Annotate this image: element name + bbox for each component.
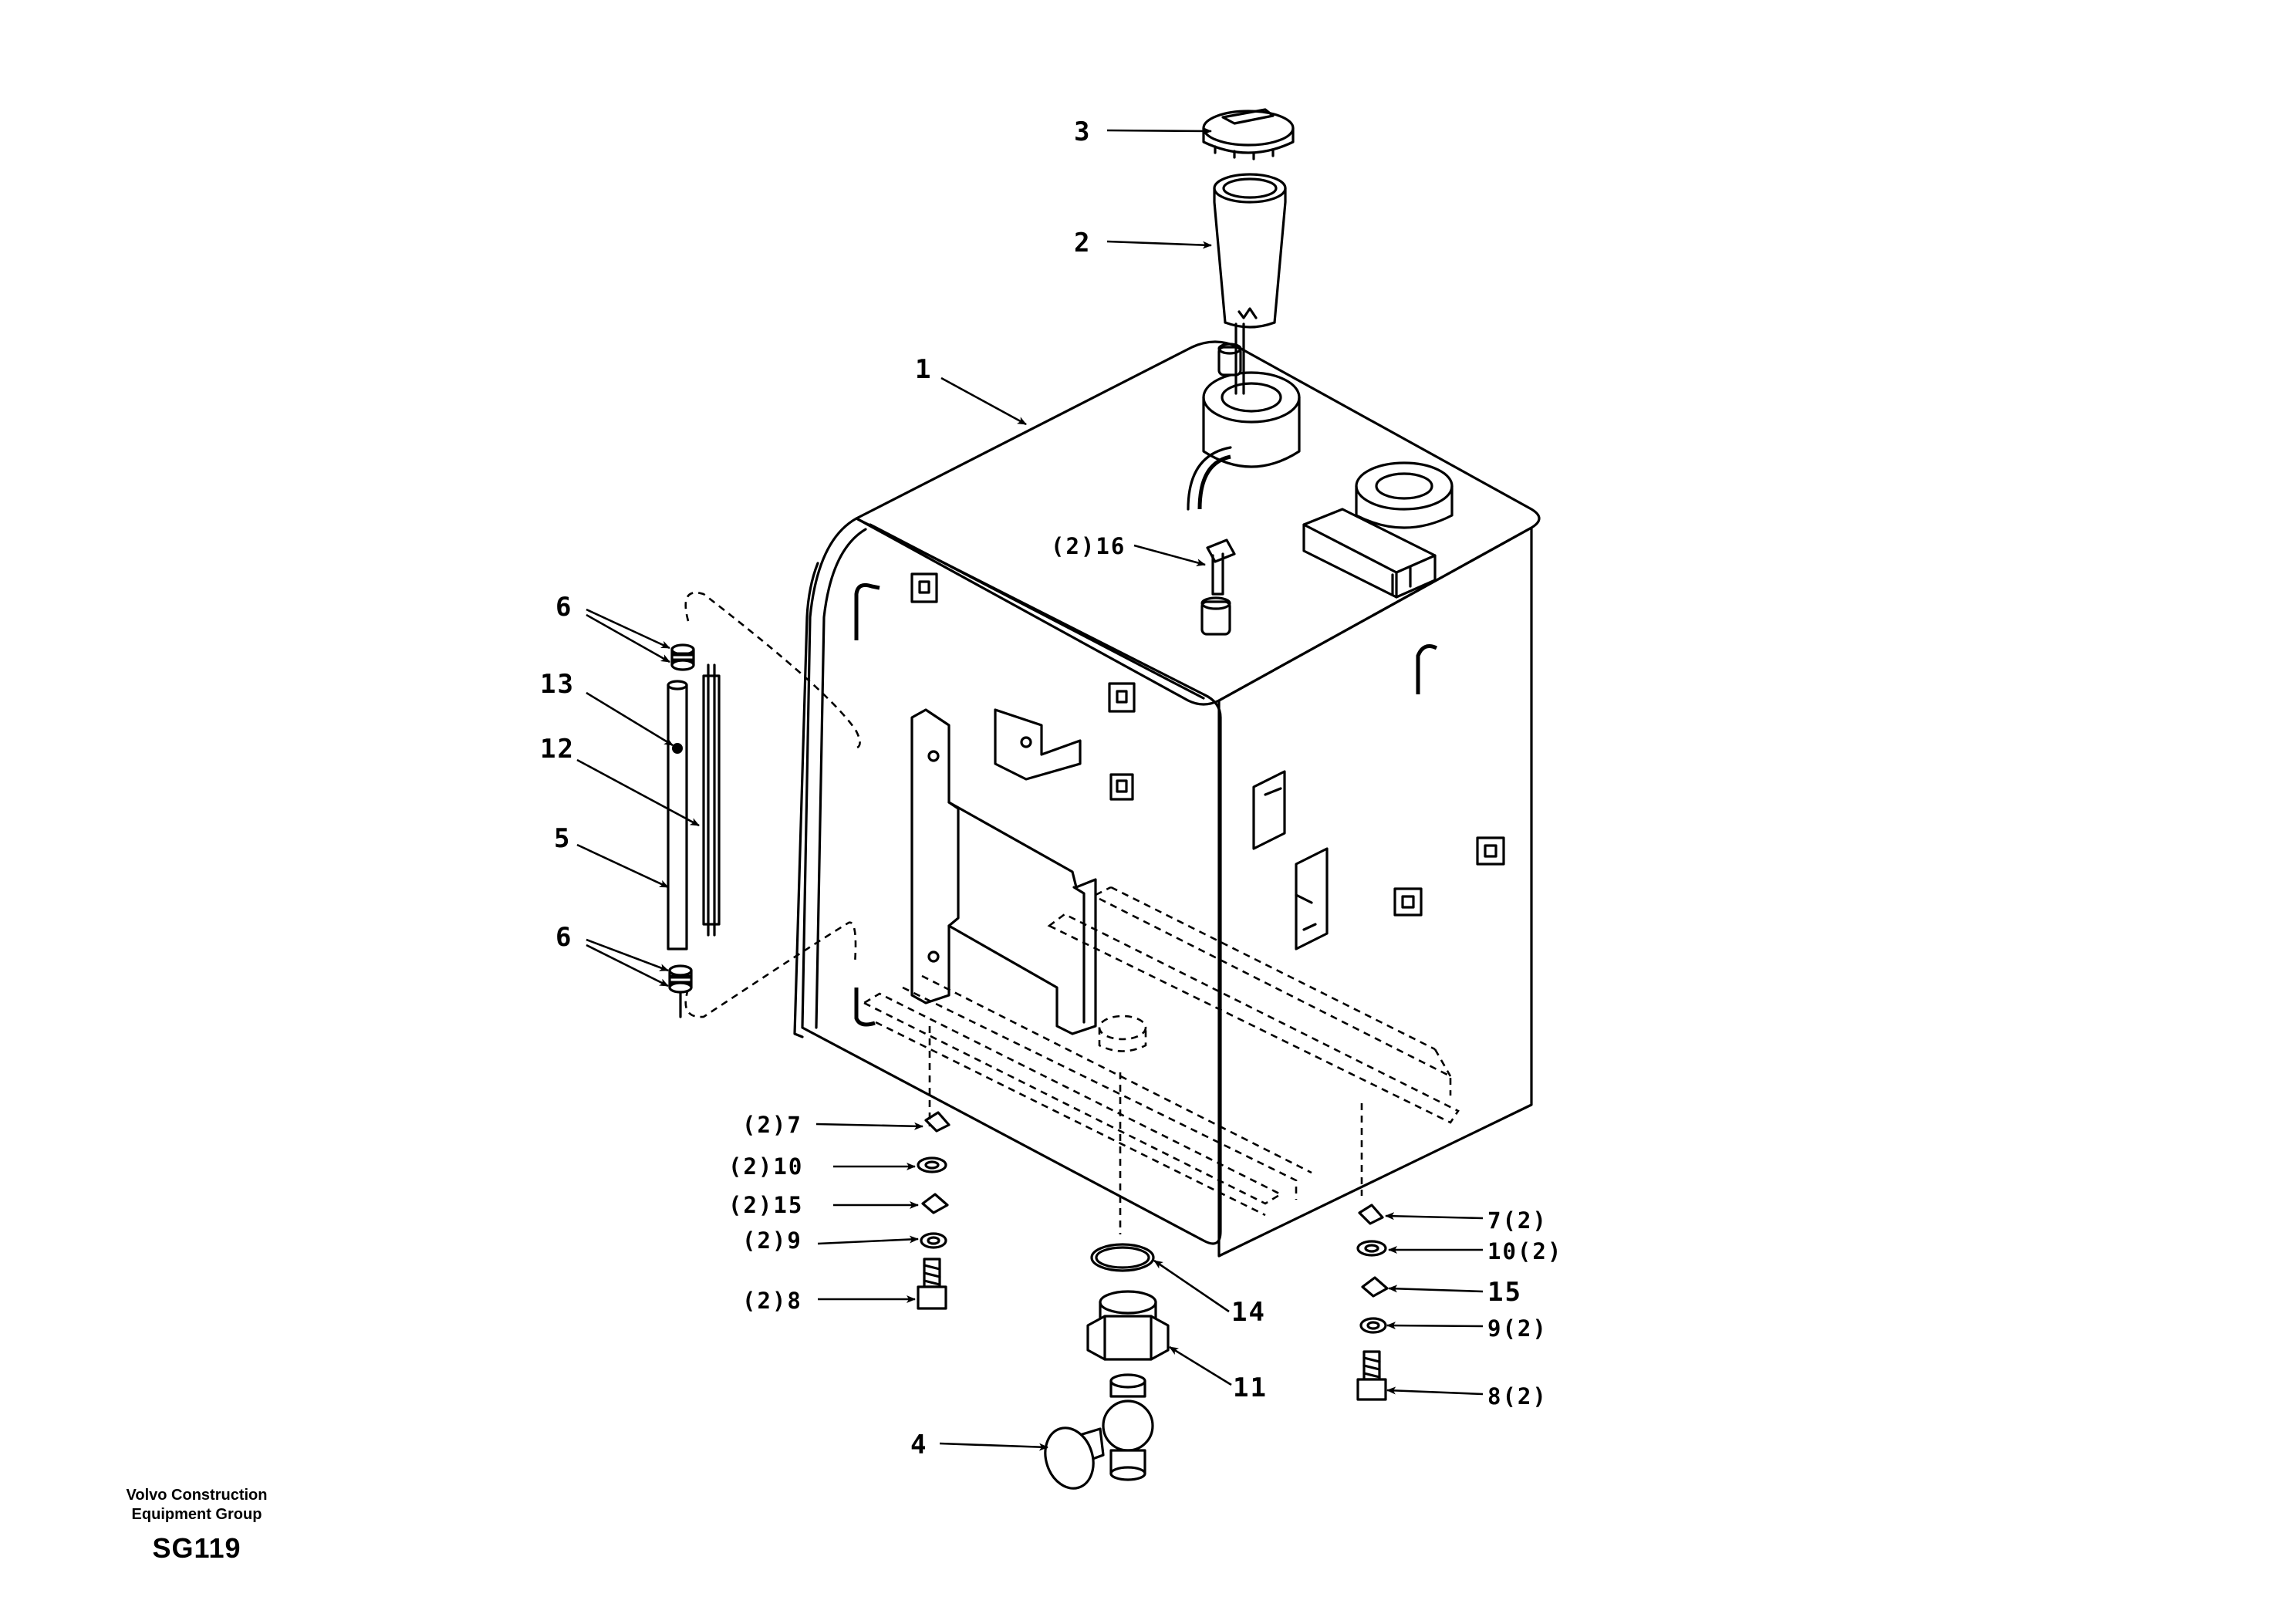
fasteners-left	[917, 1111, 950, 1310]
strainer	[1213, 173, 1287, 329]
callout-3: 3	[1074, 116, 1091, 147]
callout-6-top: 6	[555, 592, 572, 623]
callout-15-left: (2)15	[728, 1192, 803, 1218]
hydraulic-tank	[684, 322, 1541, 1258]
drain-assembly	[1044, 1243, 1170, 1490]
boss-squares	[910, 572, 1505, 917]
callout-5: 5	[554, 823, 571, 854]
callout-labels: 3 2 1 (2)16 6 13 12 5 6 (2)7 (2)10 (2)15…	[540, 116, 1562, 1460]
skid-rails-hidden	[862, 886, 1460, 1234]
callout-7-right: 7(2)	[1487, 1207, 1548, 1234]
callout-16: (2)16	[1051, 533, 1126, 559]
sight-gauge-assembly	[667, 643, 721, 1018]
company-line-2: Equipment Group	[131, 1506, 262, 1523]
callout-14: 14	[1231, 1297, 1266, 1328]
fasteners-right	[1356, 1204, 1389, 1401]
leader-lines	[576, 127, 1484, 1451]
company-line-1: Volvo Construction	[126, 1487, 268, 1504]
filler-cap	[1202, 108, 1295, 160]
callout-4: 4	[910, 1430, 927, 1460]
callout-6-bottom: 6	[555, 922, 572, 953]
callout-2: 2	[1074, 228, 1091, 258]
callout-15-right: 15	[1487, 1277, 1522, 1308]
callout-10-left: (2)10	[728, 1153, 803, 1180]
callout-8-right: 8(2)	[1487, 1383, 1548, 1410]
callout-7-left: (2)7	[742, 1112, 802, 1138]
callout-13: 13	[540, 669, 575, 700]
callout-1: 1	[915, 354, 932, 385]
callout-10-right: 10(2)	[1487, 1238, 1562, 1264]
callout-8-left: (2)8	[742, 1288, 802, 1314]
drawing-code: SG119	[152, 1532, 241, 1564]
callout-9-left: (2)9	[742, 1227, 802, 1254]
company-name: Volvo Construction Equipment Group	[108, 1486, 285, 1524]
callout-9-right: 9(2)	[1487, 1315, 1548, 1342]
callout-11: 11	[1233, 1372, 1268, 1403]
callout-12: 12	[540, 734, 575, 765]
